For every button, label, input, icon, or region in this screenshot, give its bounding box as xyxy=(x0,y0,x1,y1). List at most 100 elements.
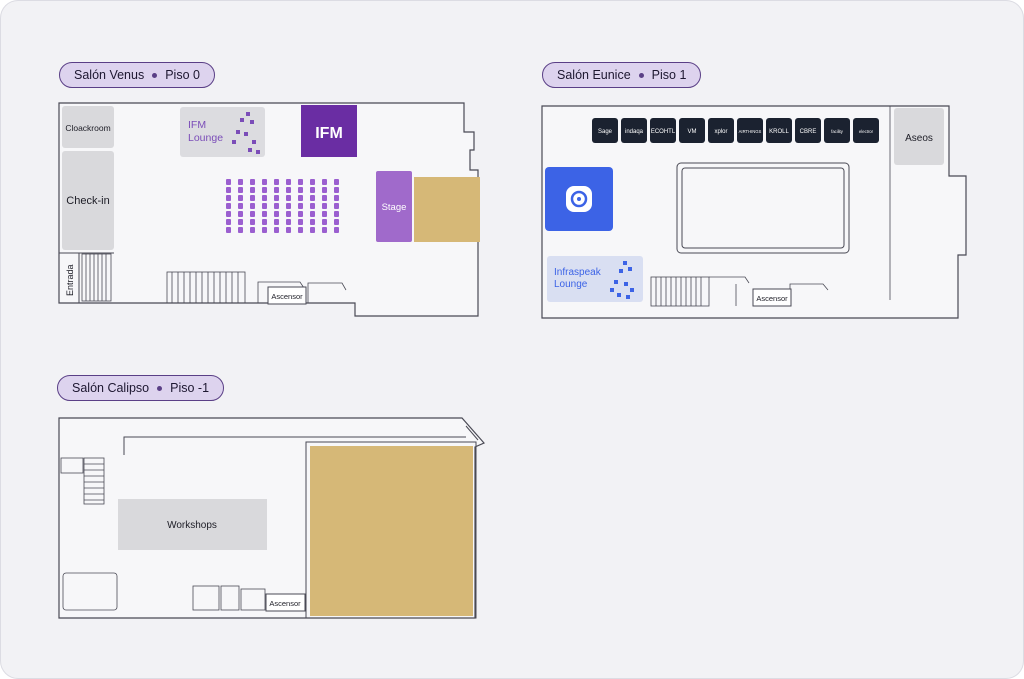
lounge-pixel-icon xyxy=(232,112,260,154)
separator-dot xyxy=(638,72,644,78)
sponsor-logo[interactable] xyxy=(679,118,705,143)
sponsor-logo[interactable] xyxy=(853,118,879,143)
seat xyxy=(250,179,255,185)
floor-pill-venus[interactable]: Salón Venus Piso 0 xyxy=(59,62,215,88)
floor-name: Salón Eunice xyxy=(557,68,631,82)
seat xyxy=(310,195,315,201)
seat xyxy=(238,195,243,201)
checkin-room[interactable] xyxy=(62,151,114,250)
seat xyxy=(334,203,339,209)
restrooms-label: Aseos xyxy=(905,133,933,144)
sponsor-logo[interactable] xyxy=(708,118,734,143)
seat xyxy=(250,227,255,233)
sponsor-logo[interactable] xyxy=(621,118,647,143)
lounge-pixel-icon xyxy=(610,261,634,299)
seat xyxy=(238,227,243,233)
seat xyxy=(310,187,315,193)
seat xyxy=(238,211,243,217)
seat xyxy=(262,227,267,233)
ifm-logo-tile[interactable] xyxy=(301,105,357,157)
seat xyxy=(310,179,315,185)
backstage-area xyxy=(414,177,480,242)
floor-pill-calipso[interactable]: Salón Calipso Piso -1 xyxy=(57,375,225,401)
main-hall-outer xyxy=(305,441,477,619)
central-void-outer xyxy=(676,162,850,254)
sponsor-logo[interactable] xyxy=(592,118,618,143)
seat xyxy=(322,227,327,233)
restrooms-room[interactable] xyxy=(894,108,944,165)
seat xyxy=(310,211,315,217)
seat xyxy=(286,195,291,201)
seat xyxy=(238,219,243,225)
infraspeak-lounge[interactable] xyxy=(547,256,643,302)
venus-outline xyxy=(58,102,479,317)
seat xyxy=(310,227,315,233)
seat xyxy=(334,219,339,225)
plan-calipso: Workshops Ascensor xyxy=(58,417,485,619)
main-hall[interactable] xyxy=(310,446,473,616)
venus-elevator-label: Ascensor xyxy=(271,292,303,301)
seat xyxy=(310,219,315,225)
seat xyxy=(274,187,279,193)
sponsor-logo[interactable] xyxy=(795,118,821,143)
eunice-stairs xyxy=(650,276,829,307)
seat xyxy=(274,179,279,185)
seat xyxy=(286,187,291,193)
seat xyxy=(298,179,303,185)
venus-stairs xyxy=(166,271,347,304)
ifm-lounge-line2: Lounge xyxy=(188,132,223,144)
cloakroom-room[interactable] xyxy=(62,106,114,148)
seat xyxy=(286,203,291,209)
seat xyxy=(298,219,303,225)
eunice-elevator[interactable] xyxy=(752,288,792,307)
sponsor-logo[interactable] xyxy=(650,118,676,143)
sponsor-logo[interactable] xyxy=(824,118,850,143)
stage-label: Stage xyxy=(382,202,407,213)
seat xyxy=(262,179,267,185)
workshops-room[interactable] xyxy=(118,499,267,550)
seat xyxy=(274,211,279,217)
seat xyxy=(334,227,339,233)
seat xyxy=(274,203,279,209)
floor-level: Piso -1 xyxy=(170,381,210,395)
sponsor-logo[interactable] xyxy=(766,118,792,143)
seat xyxy=(226,179,231,185)
seat xyxy=(322,203,327,209)
calipso-inner-wall xyxy=(123,436,466,455)
floor-pill-eunice[interactable]: Salón Eunice Piso 1 xyxy=(542,62,702,88)
seat xyxy=(262,203,267,209)
seat xyxy=(250,203,255,209)
calipso-stairs xyxy=(60,457,266,611)
seat xyxy=(226,219,231,225)
seat xyxy=(322,195,327,201)
sponsor-logo-text: electror xyxy=(859,129,874,134)
sponsor-logo-text: xplor xyxy=(714,129,727,135)
calipso-elevator[interactable] xyxy=(265,593,306,612)
seat xyxy=(334,187,339,193)
infraspeak-lounge-line1: Infraspeak xyxy=(554,267,602,278)
sponsor-logo-text: CBRE xyxy=(800,129,817,135)
seat xyxy=(262,195,267,201)
cloakroom-label: Cloackroom xyxy=(65,123,110,133)
separator-dot xyxy=(157,385,163,391)
sponsor-logo-text: VM xyxy=(688,129,697,135)
seat xyxy=(322,219,327,225)
ifm-lounge-line1: IFM xyxy=(188,119,206,131)
sponsor-logo-text: facility xyxy=(831,129,844,134)
infraspeak-gear-icon xyxy=(566,186,592,212)
seat xyxy=(250,195,255,201)
sponsor-logo[interactable] xyxy=(737,118,763,143)
entrance-label: Entrada xyxy=(65,264,75,296)
eunice-elevator-label: Ascensor xyxy=(756,294,788,303)
sponsor-logo-text: indaqa xyxy=(625,129,644,135)
stage[interactable] xyxy=(376,171,412,242)
seat xyxy=(274,219,279,225)
venus-elevator[interactable] xyxy=(267,286,307,305)
seat xyxy=(274,195,279,201)
seat xyxy=(334,211,339,217)
sponsor-logo-text: KROLL xyxy=(769,129,789,135)
workshops-label: Workshops xyxy=(167,520,217,531)
